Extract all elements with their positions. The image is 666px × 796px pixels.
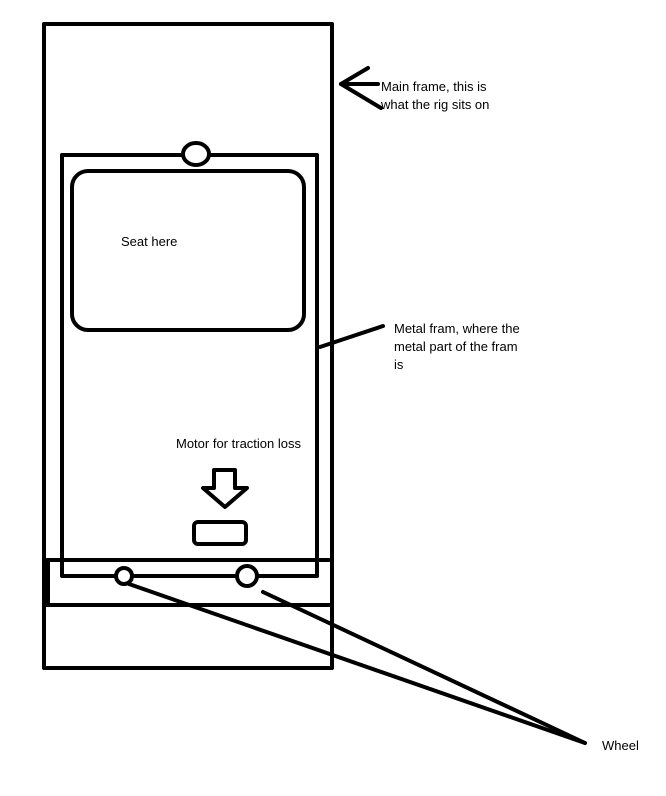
pivot-circle [181, 141, 211, 167]
motor-label: Motor for traction loss [176, 436, 301, 451]
metal-frame-label-line-1: Metal fram, where the [394, 321, 520, 336]
main-frame-label: Main frame, this is what the rig sits on [381, 78, 489, 114]
main-frame-outline [42, 22, 334, 670]
seat-outline [70, 169, 306, 332]
wheel-label: Wheel [602, 738, 639, 753]
metal-frame-pointer-line [318, 324, 385, 349]
main-frame-pointer-arrow [339, 66, 383, 110]
wheel-right-icon [235, 564, 259, 588]
wheel-pointer-right [261, 590, 587, 745]
main-frame-label-line-1: Main frame, this is [381, 79, 487, 94]
metal-frame-label: Metal fram, where the metal part of the … [394, 320, 520, 374]
wheel-left-icon [114, 566, 134, 586]
down-arrow-icon [201, 468, 249, 509]
motor-shape [192, 520, 248, 546]
seat-label: Seat here [121, 234, 178, 249]
metal-frame-outline [60, 153, 319, 578]
metal-frame-label-line-3: is [394, 357, 404, 372]
main-frame-label-line-2: what the rig sits on [381, 97, 490, 112]
wheel-pointer-left [127, 582, 587, 745]
metal-frame-label-line-2: metal part of the fram [394, 339, 518, 354]
